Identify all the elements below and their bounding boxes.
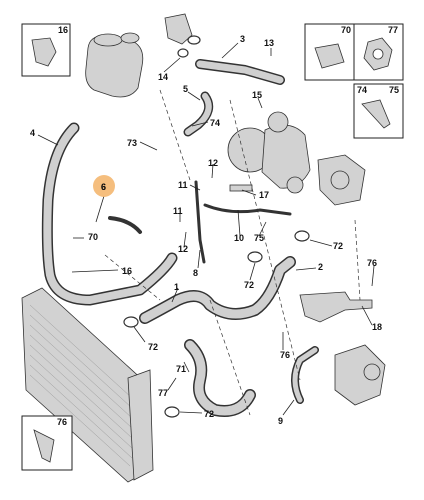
callout-labels: 3 13 14 5 15 74 73 4 6 70 12 11 17 11 12 10 75 72 16 8 72 2 76… xyxy=(30,34,382,426)
callout-c1: 1 xyxy=(174,282,179,292)
callout-c75: 75 xyxy=(254,233,264,243)
leader-lines xyxy=(37,42,375,416)
inset-box-16 xyxy=(21,23,71,77)
radiator xyxy=(21,287,154,483)
box-label-b74: 74 xyxy=(357,85,367,95)
callout-c70b: 70 xyxy=(88,232,98,242)
callout-c6: 6 xyxy=(101,182,106,192)
callout-c18: 18 xyxy=(372,322,382,332)
callout-c11a: 11 xyxy=(178,180,188,190)
callout-c4: 4 xyxy=(30,128,35,138)
callout-c14: 14 xyxy=(158,72,168,82)
callout-c13: 13 xyxy=(264,38,274,48)
callout-c77: 77 xyxy=(158,388,168,398)
highlight-label: 6 xyxy=(101,182,106,192)
callout-c72c: 72 xyxy=(148,342,158,352)
callout-c5: 5 xyxy=(183,84,188,94)
callout-c11b: 11 xyxy=(173,206,183,216)
callout-c72b: 72 xyxy=(244,280,254,290)
inset-box-70-77 xyxy=(304,23,404,81)
callout-c74a: 74 xyxy=(210,118,220,128)
box-label-b70: 70 xyxy=(341,25,351,35)
inset-box-74-75 xyxy=(353,83,404,139)
callout-c76a: 76 xyxy=(367,258,377,268)
callout-c71: 71 xyxy=(176,364,186,374)
callout-c12b: 12 xyxy=(178,244,188,254)
callout-c9: 9 xyxy=(278,416,283,426)
callout-c3: 3 xyxy=(240,34,245,44)
turbocharger xyxy=(227,111,311,194)
water-pump xyxy=(317,154,366,206)
callout-c16b: 16 xyxy=(122,266,132,276)
callout-c2: 2 xyxy=(318,262,323,272)
thermostat-housing xyxy=(334,344,386,406)
hose-clamps xyxy=(123,35,310,418)
callout-c12a: 12 xyxy=(208,158,218,168)
callout-c72d: 72 xyxy=(204,409,214,419)
dashed-guides xyxy=(104,89,361,416)
box-label-b75: 75 xyxy=(389,85,399,95)
callout-c10: 10 xyxy=(234,233,244,243)
callout-c72a: 72 xyxy=(333,241,343,251)
inset-box-76 xyxy=(21,415,73,471)
callout-c8: 8 xyxy=(193,268,198,278)
box-label-b16: 16 xyxy=(58,25,68,35)
callout-c15: 15 xyxy=(252,90,262,100)
top-bracket xyxy=(164,13,193,45)
callout-c73: 73 xyxy=(127,138,137,148)
callout-c76b: 76 xyxy=(280,350,290,360)
highlight-circle xyxy=(93,175,115,197)
callout-c17: 17 xyxy=(259,190,269,200)
box-label-b77: 77 xyxy=(388,25,398,35)
box-label-b76: 76 xyxy=(57,417,67,427)
expansion-tank xyxy=(85,32,144,98)
small-brackets xyxy=(229,184,373,323)
hoses xyxy=(41,59,319,417)
